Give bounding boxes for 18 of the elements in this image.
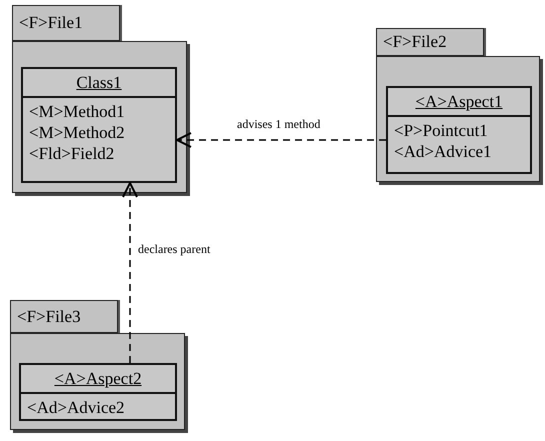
class-name: Class1 [23,69,175,98]
edge-label: declares parent [136,242,212,257]
class-name: <A>Aspect1 [388,88,530,117]
class-box [19,363,177,421]
member-text: <P>Pointcut1 [394,120,489,141]
member-text: <Ad>Advice2 [27,397,126,418]
package-tab: <F>File1 [12,5,120,41]
dashed-arrow [176,132,386,148]
dashed-arrow [122,182,138,363]
member-text: <M>Method2 [29,122,126,143]
class-name: <A>Aspect2 [21,365,175,394]
package-tab: <F>File3 [10,300,118,333]
member-text: <Ad>Advice1 [394,141,493,162]
package-tab: <F>File2 [376,28,484,56]
member-text: <M>Method1 [29,101,126,122]
class-box [386,86,532,174]
member-text: <Fld>Field2 [29,143,116,164]
class-box [21,67,177,183]
